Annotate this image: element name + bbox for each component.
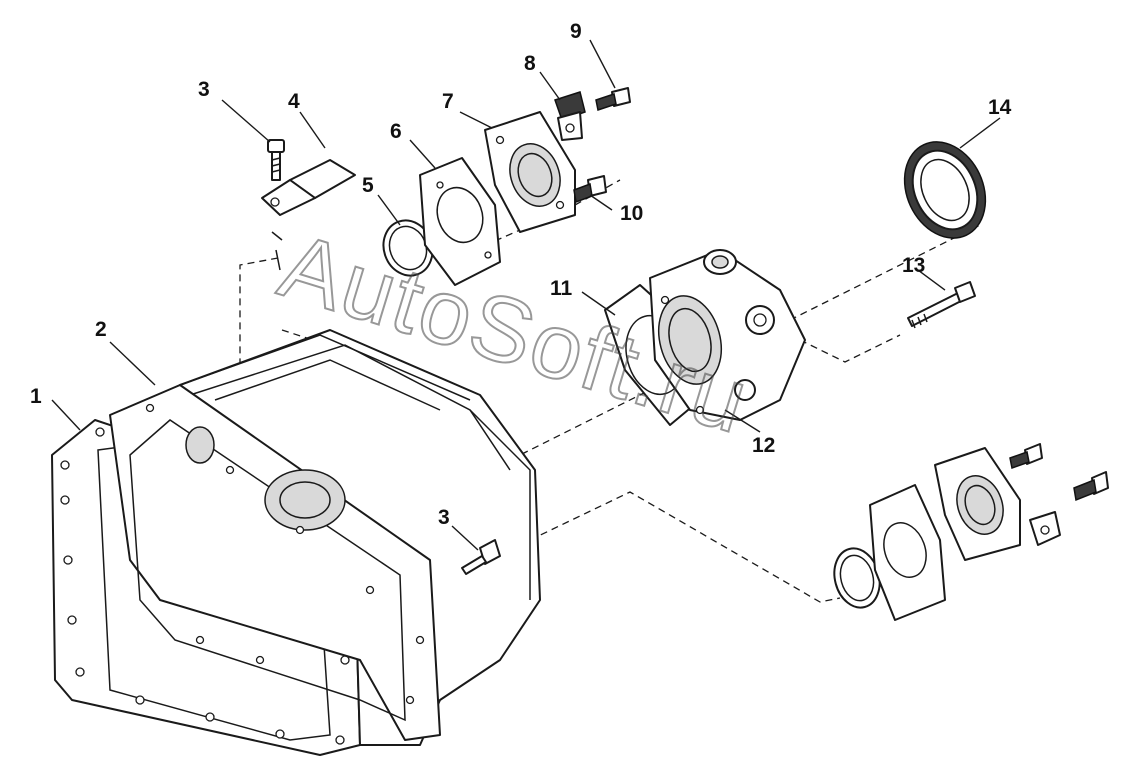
part-13-long-bolt <box>907 281 976 329</box>
part-3-bolt-top <box>267 139 285 181</box>
part-10-bolt <box>573 175 607 204</box>
part-12-pump-body <box>649 249 806 421</box>
callout-labels: 1 2 3 4 5 6 7 8 9 10 11 12 13 14 3 <box>30 20 1012 529</box>
callout-10: 10 <box>620 202 643 225</box>
part-2-housing <box>109 329 541 746</box>
callout-13: 13 <box>902 254 925 277</box>
part-4-bracket <box>261 159 356 271</box>
callout-3: 3 <box>198 78 210 101</box>
callout-2: 2 <box>95 318 107 341</box>
callout-4: 4 <box>288 90 300 113</box>
leader-lines <box>51 39 1001 551</box>
part-7-cover <box>484 111 576 233</box>
part-3-bolt-lower <box>461 539 501 575</box>
callout-8: 8 <box>524 52 536 75</box>
part-8-clip <box>554 91 586 141</box>
callout-1: 1 <box>30 385 42 408</box>
callout-6: 6 <box>390 120 402 143</box>
callout-12: 12 <box>752 434 775 457</box>
callout-11: 11 <box>550 277 573 300</box>
callout-7: 7 <box>442 90 454 113</box>
part-9-bolt <box>595 87 631 111</box>
callout-14: 14 <box>988 96 1012 119</box>
callout-5: 5 <box>362 174 374 197</box>
callout-3-lower: 3 <box>438 506 450 529</box>
callout-9: 9 <box>570 20 582 43</box>
part-6-gasket <box>419 157 501 286</box>
part-14-seal-ring <box>903 141 987 239</box>
secondary-cover-assembly <box>833 443 1109 621</box>
